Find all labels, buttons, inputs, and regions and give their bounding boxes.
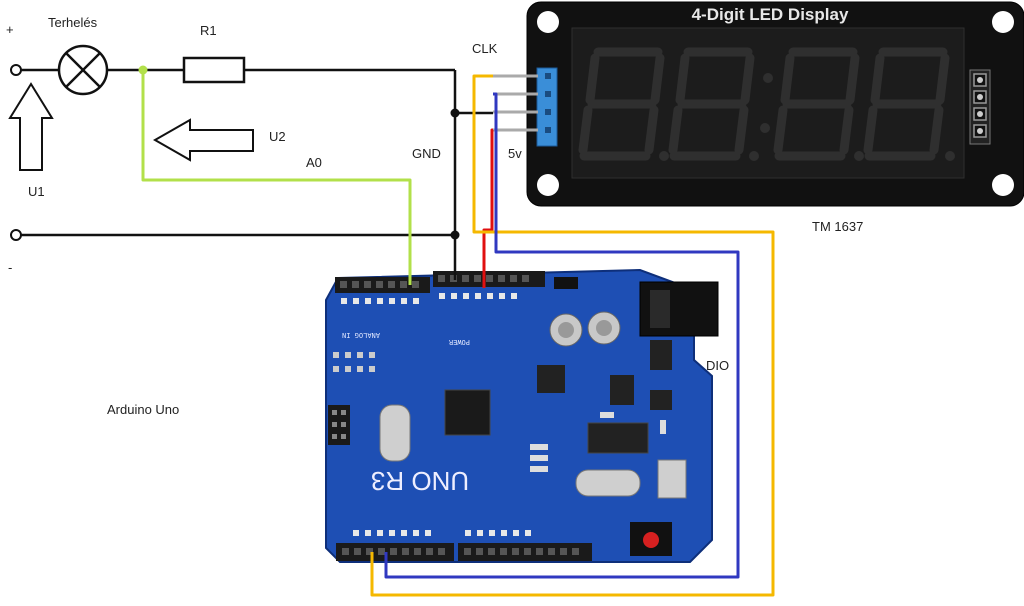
capacitors (549, 311, 621, 347)
digit-2 (668, 47, 755, 161)
connector-pins (493, 74, 538, 132)
svg-text:POWER: POWER (448, 338, 470, 346)
label-tm1637: TM 1637 (812, 219, 863, 234)
usb-serial-chip (587, 422, 649, 454)
u1-voltage-arrow (8, 82, 54, 171)
label-gnd: GND (412, 146, 441, 161)
wire-dio (384, 92, 740, 579)
display-connector (536, 67, 558, 147)
u2-voltage-arrow (152, 118, 254, 162)
resistor-r1 (182, 56, 246, 84)
wire-5v (482, 128, 494, 288)
label-arduino-uno: Arduino Uno (107, 402, 179, 417)
crystal-oscillator (379, 404, 411, 462)
terminal-minus (10, 229, 22, 241)
crystal-oscillator-2 (575, 469, 641, 497)
label-a0: A0 (306, 155, 322, 170)
label-plus: + (6, 22, 14, 37)
lamp-symbol (57, 44, 109, 96)
wire-a0 (141, 70, 412, 285)
digit-1 (578, 47, 665, 161)
board-name: UNO R3 (371, 466, 469, 496)
seven-segment-digits (578, 47, 950, 161)
label-dio: DIO (706, 358, 729, 373)
display-title: 4-Digit LED Display (692, 5, 849, 24)
label-minus: - (8, 260, 12, 275)
atmega-chip (444, 389, 491, 436)
mounting-hole (537, 174, 559, 196)
decimal-and-colon-dots (659, 73, 955, 161)
micro-usb-port (657, 459, 687, 499)
label-u2: U2 (269, 129, 286, 144)
arduino-uno-board: ANALOG IN POWER UNO R3 (325, 268, 719, 563)
label-load: Terhelés (48, 15, 98, 30)
mounting-hole (992, 11, 1014, 33)
label-u1: U1 (28, 184, 45, 199)
digit-4 (863, 47, 950, 161)
mounting-hole (992, 174, 1014, 196)
wire-clk (370, 74, 775, 597)
schematic-wiring (8, 44, 493, 280)
terminal-plus (10, 64, 22, 76)
labels: + - Terhelés R1 U1 U2 A0 GND CLK 5v DIO … (6, 15, 863, 417)
svg-text:ANALOG IN: ANALOG IN (342, 331, 380, 339)
label-r1: R1 (200, 23, 217, 38)
digit-3 (773, 47, 860, 161)
mounting-hole (537, 11, 559, 33)
label-clk: CLK (472, 41, 498, 56)
tm1637-display-module: 4-Digit LED Display (493, 1, 1024, 207)
label-5v: 5v (508, 146, 522, 161)
wires (141, 70, 775, 597)
